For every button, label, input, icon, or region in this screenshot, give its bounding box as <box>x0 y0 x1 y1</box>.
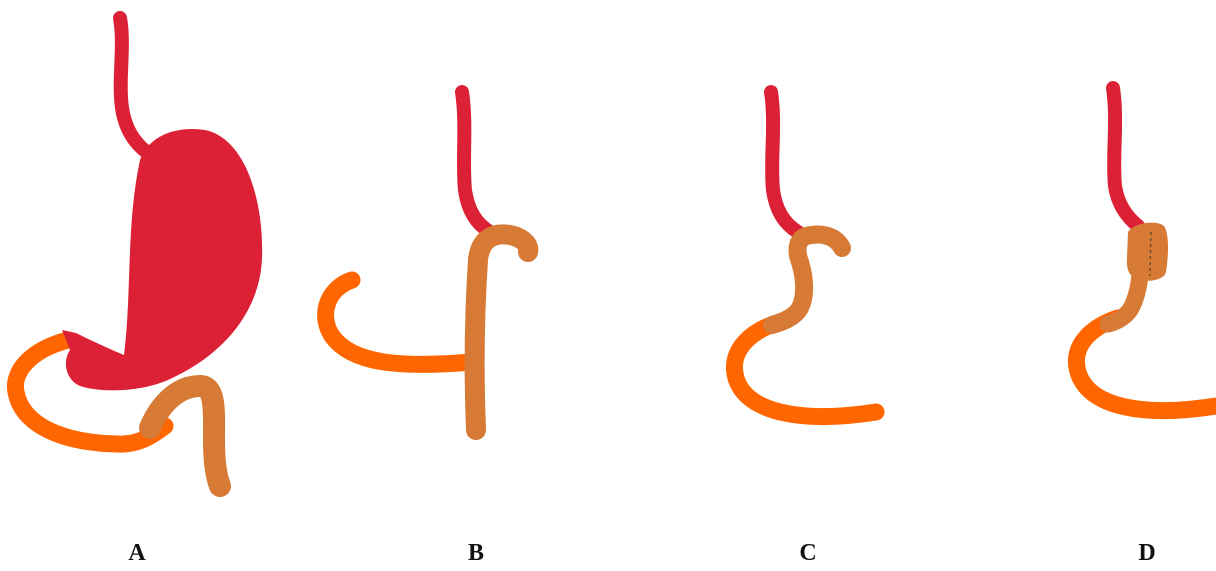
panel-d-label: D <box>1138 540 1155 566</box>
panel-c-duodenum <box>763 225 851 334</box>
panel-a-esophagus <box>113 11 159 163</box>
panel-d-staple-line <box>1149 231 1152 277</box>
panel-c-jejunum <box>726 313 885 425</box>
panel-a-label: A <box>128 540 146 566</box>
panel-a-jejunum <box>6 331 174 453</box>
panel-b-esophagus <box>455 85 497 239</box>
panel-d-jejunum <box>1068 309 1216 419</box>
panel-d-duodenum <box>1099 261 1149 333</box>
panel-a <box>6 11 263 497</box>
panel-b-duodenum <box>464 224 539 440</box>
panel-a-stomach <box>62 128 263 391</box>
panel-d-pouch <box>1126 222 1168 281</box>
panel-d <box>1068 81 1216 419</box>
panel-c-label: C <box>799 540 816 566</box>
panel-b-jejunum <box>317 271 481 373</box>
panel-d-esophagus <box>1106 81 1145 233</box>
panel-a-duodenum <box>139 375 231 497</box>
panel-b <box>317 85 539 440</box>
panel-c-esophagus <box>764 85 805 239</box>
panel-b-label: B <box>468 540 484 566</box>
panel-c <box>726 85 885 425</box>
